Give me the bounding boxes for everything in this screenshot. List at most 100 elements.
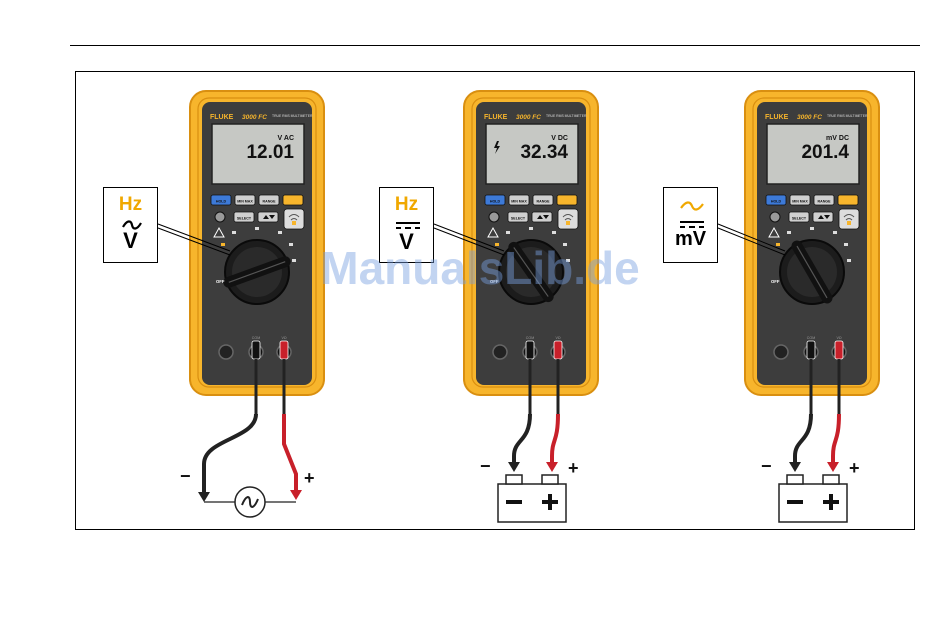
battery-neg-terminal (506, 475, 522, 484)
callout-unit-label: mV (664, 228, 717, 251)
red-lead-arrow (290, 490, 302, 500)
com-jack-label: COM (252, 336, 260, 340)
hold-button-label: HOLD (490, 200, 501, 204)
lcd-mode: V AC (278, 135, 294, 142)
dc-symbol-icon (679, 217, 705, 227)
dial-position-mark (776, 243, 780, 246)
wireless-led (847, 221, 851, 225)
lcd-reading: 201.4 (801, 142, 849, 163)
lcd-reading: 12.01 (246, 142, 294, 163)
arrow-button (258, 212, 278, 222)
black-lead-wire (795, 414, 811, 466)
battery-plus-sign (548, 494, 552, 510)
battery-plus-sign (829, 494, 833, 510)
aux-jack (493, 345, 507, 359)
plus-label: + (304, 468, 315, 488)
black-lead-arrow (789, 462, 801, 472)
ac-wave-icon (680, 198, 704, 208)
dial-position-mark (292, 259, 296, 262)
dial-position-mark (495, 243, 499, 246)
hold-button-label: HOLD (216, 200, 227, 204)
lcd-mode: V DC (551, 135, 568, 142)
select-button-label: SELECT (792, 217, 807, 221)
plus-label: + (849, 458, 860, 478)
arrow-button (813, 212, 833, 222)
callout-dc-volts: Hz V (379, 187, 434, 263)
brand-label: FLUKE (210, 114, 234, 121)
aux-jack (774, 345, 788, 359)
subtitle-label: TRUE RMS MULTIMETER (272, 114, 313, 118)
minmax-button-label: MIN MAX (237, 200, 253, 204)
callout-hz-label: Hz (104, 194, 157, 216)
dial-position-mark (552, 231, 556, 234)
arrow-button (532, 212, 552, 222)
battery-pos-terminal (542, 475, 558, 484)
dial-position-mark (289, 243, 293, 246)
com-jack-label: COM (807, 336, 815, 340)
battery-pos-terminal (823, 475, 839, 484)
battery-neg-terminal (787, 475, 803, 484)
red-lead-arrow (827, 462, 839, 472)
dial-position-mark (278, 231, 282, 234)
range-button-label: RANGE (818, 200, 832, 204)
minus-label: − (480, 456, 491, 476)
black-lead-wire (204, 414, 256, 498)
dial-position-mark (787, 231, 791, 234)
callout-dc-millivolts: mV (663, 187, 718, 263)
dial-off-label: OFF (771, 279, 780, 284)
red-lead-wire (833, 414, 839, 466)
red-lead-wire (284, 414, 296, 492)
dial-position-mark (221, 243, 225, 246)
callout-unit-label: V (104, 228, 157, 254)
subtitle-label: TRUE RMS MULTIMETER (546, 114, 587, 118)
volt-jack-label: VΩ (281, 336, 286, 340)
minmax-button-label: MIN MAX (511, 200, 527, 204)
dial-position-mark (529, 227, 533, 230)
red-probe-plug (280, 341, 288, 359)
volt-jack-label: VΩ (836, 336, 841, 340)
select-button-label: SELECT (237, 217, 252, 221)
callout-ac-volts: Hz V (103, 187, 158, 263)
red-lead-wire (552, 414, 558, 466)
red-probe-plug (835, 341, 843, 359)
aux-jack (219, 345, 233, 359)
model-label: 3000 FC (242, 114, 267, 121)
power-button (489, 212, 499, 222)
power-button (215, 212, 225, 222)
lcd-mode: mV DC (826, 135, 849, 142)
minmax-button-label: MIN MAX (792, 200, 808, 204)
black-lead-arrow (198, 492, 210, 502)
ac-wave-icon (122, 217, 142, 227)
power-button (770, 212, 780, 222)
dial-position-mark (844, 243, 848, 246)
black-probe-plug (807, 341, 815, 359)
select-button-label: SELECT (511, 217, 526, 221)
battery-minus-sign (787, 500, 803, 504)
plus-label: + (568, 458, 579, 478)
callout-unit-label: V (380, 229, 433, 255)
model-label: 3000 FC (516, 114, 541, 121)
backlight-button (283, 195, 303, 205)
meters-layer: FLUKE 3000 FC TRUE RMS MULTIMETER V AC12.01… (158, 91, 879, 522)
battery-minus-sign (506, 500, 522, 504)
dial-position-mark (810, 227, 814, 230)
dial-position-mark (833, 231, 837, 234)
dial-position-mark (563, 243, 567, 246)
lcd-reading: 32.34 (520, 142, 568, 163)
backlight-button (838, 195, 858, 205)
hold-button-label: HOLD (771, 200, 782, 204)
dial-position-mark (847, 259, 851, 262)
black-probe-plug (252, 341, 260, 359)
red-lead-arrow (546, 462, 558, 472)
model-label: 3000 FC (797, 114, 822, 121)
brand-label: FLUKE (765, 114, 789, 121)
subtitle-label: TRUE RMS MULTIMETER (827, 114, 868, 118)
wireless-led (566, 221, 570, 225)
dial-off-label: OFF (216, 279, 225, 284)
com-jack-label: COM (526, 336, 534, 340)
minus-label: − (761, 456, 772, 476)
dial-position-mark (255, 227, 259, 230)
dial-position-mark (506, 231, 510, 234)
black-probe-plug (526, 341, 534, 359)
